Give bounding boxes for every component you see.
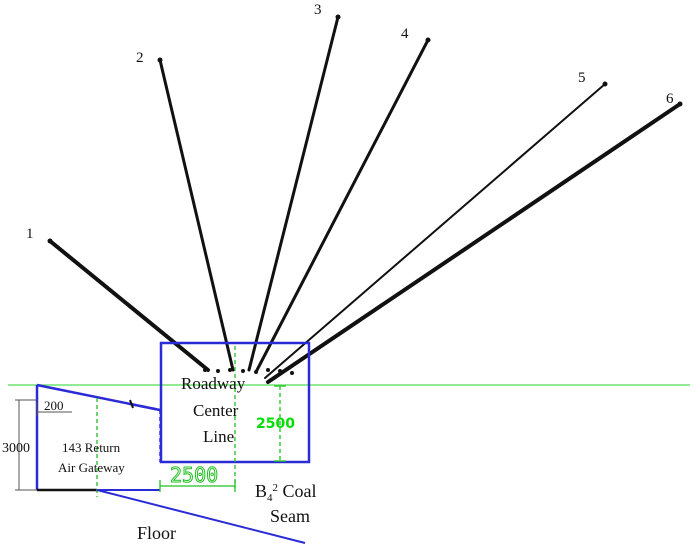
gateway-roof-slope (36, 383, 161, 412)
coal-seam-label-line2: Seam (270, 506, 310, 526)
dim-left-height-label: 3000 (2, 441, 30, 456)
collar-dot (290, 371, 294, 375)
borehole-6-line (266, 102, 682, 384)
gateway-label-line2: Air Gateway (58, 460, 125, 475)
borehole-5-line (264, 83, 606, 379)
roadway-label-line2: Center (193, 401, 239, 420)
borehole-3-line (247, 15, 340, 372)
borehole-3-label: 3 (314, 2, 322, 18)
coal-seam-label-line1: B42 Coal (255, 481, 317, 504)
collar-dot (266, 368, 270, 372)
borehole-6-label: 6 (666, 91, 674, 107)
collar-dot (254, 370, 258, 374)
roadway-label-line3: Line (203, 427, 234, 446)
collar-dot (216, 369, 220, 373)
borehole-end-dots (47, 14, 683, 244)
borehole-collar-dots (203, 368, 294, 375)
borehole-5-label: 5 (578, 70, 586, 86)
dimension-offset (36, 402, 72, 416)
borehole-2-tip (157, 57, 163, 63)
borehole-2-line (158, 58, 235, 372)
dimension-left-height (15, 399, 37, 491)
borehole-4-tip (425, 37, 431, 43)
collar-dot (241, 369, 245, 373)
floor-label: Floor (137, 523, 176, 543)
borehole-3-tip (335, 14, 341, 20)
collar-dot (203, 368, 207, 372)
borehole-1-line (48, 239, 210, 372)
borehole-5-tip (602, 81, 608, 87)
coal-seam-word: Coal (278, 481, 317, 501)
coal-seam-superscript: 2 (273, 482, 279, 494)
coal-seam-prefix: B (255, 481, 267, 501)
gateway-roof-dashed (129, 402, 161, 412)
borehole-1-tip (47, 238, 53, 244)
dimension-bottom-width (159, 480, 236, 492)
gateway-label-line1: 143 Return (62, 440, 121, 455)
coal-seam-subscript: 4 (267, 492, 273, 504)
borehole-1-label: 1 (26, 226, 34, 242)
dim-offset-label: 200 (44, 398, 64, 413)
borehole-6-tip (677, 101, 683, 107)
floor-line (96, 489, 306, 544)
borehole-4-line (254, 38, 430, 374)
borehole-2-label: 2 (136, 50, 144, 66)
borehole-4-label: 4 (401, 26, 409, 42)
dim-bottom-width-label: 2500 (170, 463, 218, 487)
roadway-label-line1: Roadway (181, 374, 246, 393)
roof-marker (129, 399, 134, 409)
collar-dot (278, 369, 282, 373)
dimension-right-height (274, 385, 286, 462)
collar-dot (228, 368, 232, 372)
borehole-group (48, 15, 682, 384)
borehole-labels: 1 2 3 4 5 6 (26, 2, 674, 242)
dim-right-height-label: 2500 (256, 416, 295, 432)
